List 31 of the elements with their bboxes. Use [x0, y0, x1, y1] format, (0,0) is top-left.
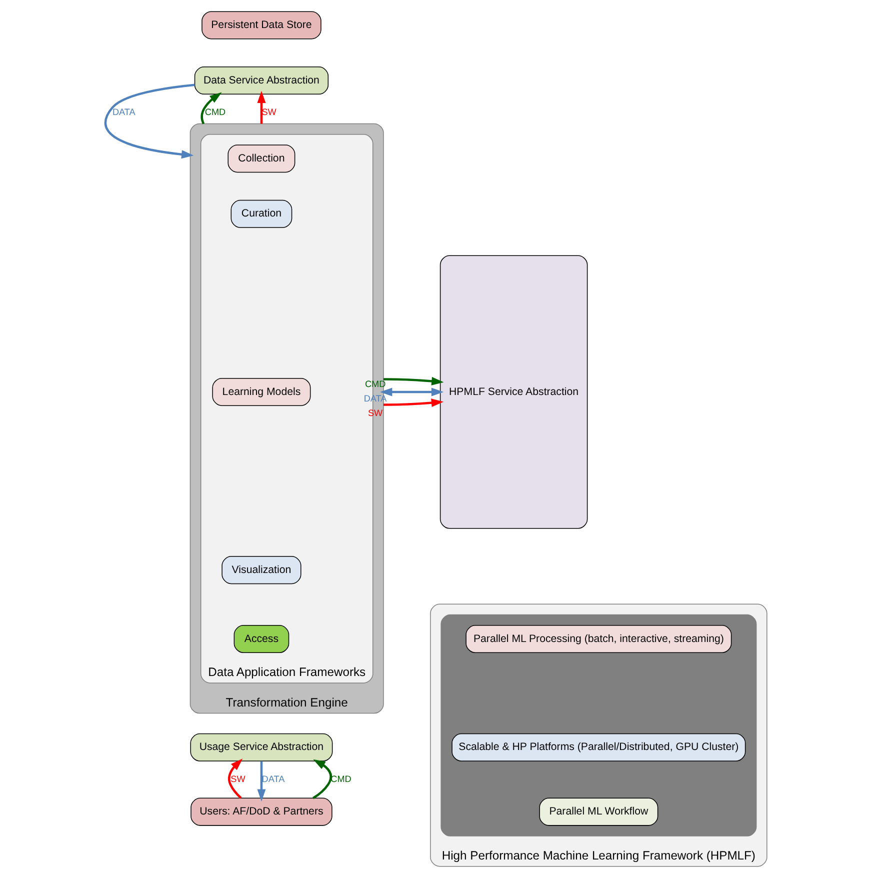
node-box: Access [233, 625, 289, 654]
edge-label: SW [261, 107, 276, 118]
edge-label: SW [230, 774, 245, 784]
node-box: Usage Service Abstraction [190, 733, 332, 762]
arrow [227, 758, 242, 799]
arrow [382, 376, 444, 386]
node-box: Parallel ML Workflow [538, 798, 658, 826]
edge-label: SW [368, 408, 382, 418]
node-box: HPMLF Service Abstraction [439, 255, 588, 529]
node-box: Scalable & HP Platforms (Parallel/Distributed, GPU Cluster) [451, 733, 746, 762]
edge-label: CMD [204, 107, 226, 118]
node-box: Users: AF/DoD & Partners [190, 798, 332, 826]
edge-label: DATA [261, 774, 284, 784]
arrow [256, 761, 266, 802]
node-box: Collection [227, 144, 295, 173]
arrow [256, 90, 266, 124]
node-box: Data Service Abstraction [194, 66, 328, 95]
edge-label: DATA [112, 107, 135, 118]
cluster [440, 614, 756, 836]
edge-label: CMD [330, 774, 351, 784]
arrow [380, 388, 444, 396]
arrow [382, 398, 444, 408]
arrow [104, 84, 194, 159]
edge-label: CMD [364, 379, 386, 390]
node-box: Visualization [221, 556, 301, 584]
node-box: Learning Models [212, 378, 310, 406]
arrow [312, 759, 332, 800]
node-box: Parallel ML Processing (batch, interactive, streaming) [465, 625, 732, 654]
node-box: Curation [230, 200, 292, 228]
node-box: Persistent Data Store [201, 11, 321, 40]
arrow [200, 92, 222, 124]
